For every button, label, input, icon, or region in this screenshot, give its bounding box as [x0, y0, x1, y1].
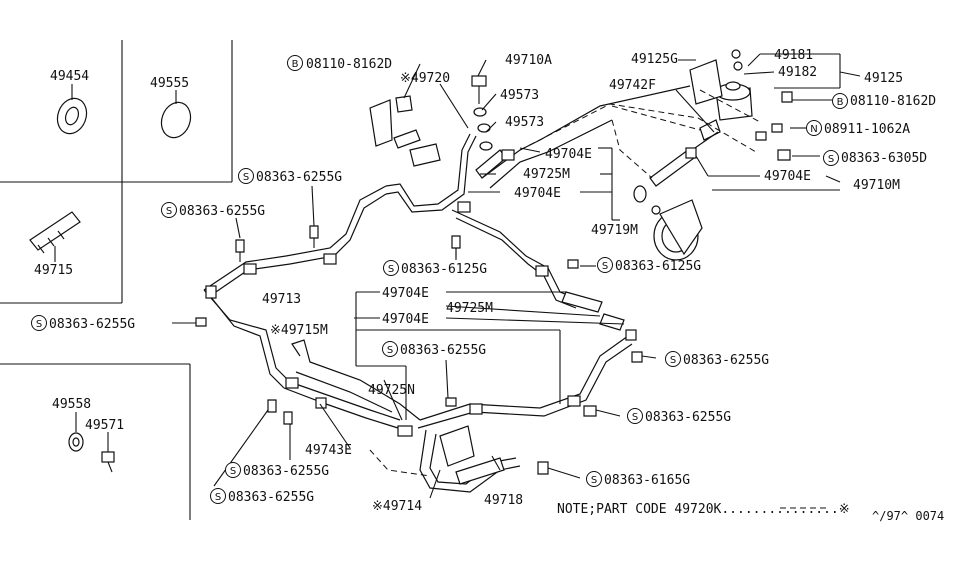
label-49573-a: 49573 [500, 88, 539, 103]
label-49718: 49718 [484, 493, 523, 508]
label-49719M: 49719M [591, 223, 638, 238]
label-49725M-b: 49725M [446, 301, 493, 316]
hose-49715 [29, 211, 81, 262]
label-49743E: 49743E [305, 443, 352, 458]
screw-prefix-icon: S [627, 408, 643, 424]
grommet-49558 [68, 412, 84, 452]
label-08110-8162D-top: 08110-8162D [306, 57, 392, 72]
label-49571: 49571 [85, 418, 124, 433]
label-49725N: 49725N [368, 383, 415, 398]
label-49454: 49454 [50, 69, 89, 84]
screw-prefix-icon: S [210, 488, 226, 504]
svg-text:S: S [670, 355, 676, 366]
label-49710A: 49710A [505, 53, 552, 68]
svg-text:N: N [810, 124, 817, 135]
screw-prefix-icon: S [597, 257, 613, 273]
label-49710M: 49710M [853, 178, 900, 193]
svg-text:S: S [387, 345, 393, 356]
label-ref-49720: ※49720 [400, 71, 450, 86]
screws [195, 91, 793, 475]
label-08363-6125G-a: 08363-6125G [401, 262, 487, 277]
label-49558: 49558 [52, 397, 91, 412]
label-08363-6255G-f: 08363-6255G [645, 410, 731, 425]
svg-text:S: S [828, 154, 834, 165]
label-49125: 49125 [864, 71, 903, 86]
screw-prefix-icon: S [225, 462, 241, 478]
screw-prefix-icon: S [823, 150, 839, 166]
label-08363-6255G-d: 08363-6255G [400, 343, 486, 358]
label-08110-8162D-right: 08110-8162D [850, 94, 936, 109]
label-ref-49714: ※49714 [372, 499, 422, 514]
bolt-49571 [101, 432, 115, 473]
svg-text:B: B [837, 97, 844, 108]
label-49725M-a: 49725M [523, 167, 570, 182]
svg-text:S: S [591, 475, 597, 486]
screw-prefix-icon: S [238, 168, 254, 184]
label-49704E-e: 49704E [382, 312, 429, 327]
label-08363-6165G: 08363-6165G [604, 473, 690, 488]
plug-49555 [160, 90, 192, 139]
label-49742F: 49742F [609, 78, 656, 93]
reservoir-tank [689, 49, 753, 141]
label-08363-6255G-g: 08363-6255G [243, 464, 329, 479]
label-08363-6125G-b: 08363-6125G [615, 259, 701, 274]
svg-text:S: S [388, 264, 394, 275]
label-49704E-a: 49704E [545, 147, 592, 162]
label-08363-6255G-c: 08363-6255G [49, 317, 135, 332]
diagram-footer-code: ^/97^ 0074 [872, 509, 944, 523]
callout-labels: 49454 49555 49715 49558 49571 08110-8162… [34, 48, 944, 523]
svg-text:S: S [602, 261, 608, 272]
bolt-prefix-icon: B [287, 55, 303, 71]
svg-text:S: S [632, 412, 638, 423]
svg-text:S: S [230, 466, 236, 477]
screw-prefix-icon: S [382, 341, 398, 357]
screw-prefix-icon: S [31, 315, 47, 331]
svg-text:S: S [166, 206, 172, 217]
power-steering-pump [633, 185, 703, 261]
label-49182: 49182 [778, 65, 817, 80]
part-code-note: NOTE;PART CODE 49720K...............※ [557, 502, 850, 517]
label-49713: 49713 [262, 292, 301, 307]
label-49573-b: 49573 [505, 115, 544, 130]
grommet-49454 [56, 84, 88, 135]
label-ref-49715M: ※49715M [270, 323, 328, 338]
svg-text:S: S [36, 319, 42, 330]
svg-text:B: B [292, 59, 299, 70]
label-49704E-c: 49704E [764, 169, 811, 184]
label-49704E-b: 49704E [514, 186, 561, 201]
label-08363-6255G-h: 08363-6255G [228, 490, 314, 505]
screw-prefix-icon: S [383, 260, 399, 276]
label-08363-6255G-b: 08363-6255G [179, 204, 265, 219]
svg-text:S: S [215, 492, 221, 503]
leader-lines [172, 53, 861, 499]
bracket-49720 [369, 95, 441, 167]
clips [205, 147, 697, 437]
label-49715: 49715 [34, 263, 73, 278]
label-49125G: 49125G [631, 52, 678, 67]
label-08911-1062A: 08911-1062A [824, 122, 910, 137]
label-08363-6305D: 08363-6305D [841, 151, 927, 166]
screw-prefix-icon: S [665, 351, 681, 367]
nut-prefix-icon: N [806, 120, 822, 136]
dashed-leaders [369, 89, 830, 509]
label-49555: 49555 [150, 76, 189, 91]
label-08363-6255G-e: 08363-6255G [683, 353, 769, 368]
label-49704E-d: 49704E [382, 286, 429, 301]
bolt-prefix-icon: B [832, 93, 848, 109]
screw-prefix-icon: S [586, 471, 602, 487]
screw-prefix-icon: S [161, 202, 177, 218]
label-49181: 49181 [774, 48, 813, 63]
svg-text:S: S [243, 172, 249, 183]
inset-frames [0, 40, 233, 520]
label-08363-6255G-a: 08363-6255G [256, 170, 342, 185]
prefix-circles: B B N S S S S S S S S S S S S [31, 55, 848, 504]
